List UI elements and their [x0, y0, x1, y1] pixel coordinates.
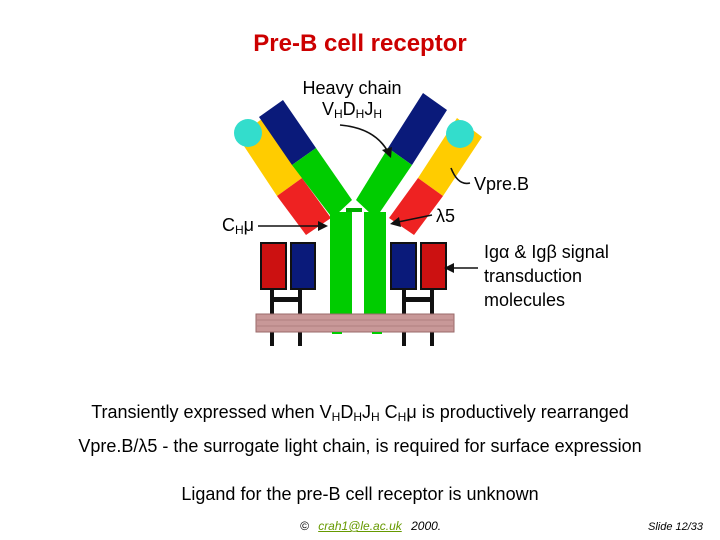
left-heavy-variable-navy	[259, 100, 316, 165]
ch-mu-label: CHμ	[222, 215, 254, 237]
left-cyan-tip	[234, 119, 262, 147]
hinge-bar	[346, 208, 362, 212]
footer-credit: © crah1@le.ac.uk 2000.	[300, 519, 441, 533]
ch-mu: μ	[243, 215, 255, 235]
slide-title: Pre-B cell receptor	[253, 30, 467, 57]
right-ig-navy	[390, 242, 417, 290]
statement-3: Ligand for the pre-B cell receptor is un…	[181, 484, 539, 504]
ig-arrowhead	[444, 263, 454, 273]
right-ig-red	[420, 242, 447, 290]
st1-d-sub: H	[353, 410, 362, 424]
slide-number: Slide 12/33	[648, 521, 704, 533]
d-sub: H	[355, 107, 365, 121]
st1-j: J	[361, 402, 371, 422]
heavy-chain-arrowhead	[382, 147, 392, 158]
ch-c: C	[222, 215, 235, 235]
right-arm	[356, 93, 482, 235]
st1-v-sub: H	[331, 410, 341, 424]
st1-c-sub: H	[397, 410, 407, 424]
ch-sub: H	[235, 223, 244, 237]
d-letter: D	[342, 99, 356, 119]
heavy-chain-line1: Heavy chain	[302, 78, 402, 98]
st1-suffix: μ is productively rearranged	[406, 402, 629, 422]
heavy-chain-label: Heavy chain VHDHJH	[292, 78, 412, 121]
vpreb-label: Vpre.B	[474, 174, 530, 194]
left-heavy-stem	[330, 212, 352, 332]
left-heavy-green-arm	[292, 148, 352, 215]
arrow-heads	[318, 147, 454, 273]
ig-signal-label: Igα & Igβ signal transduction molecules	[484, 240, 609, 312]
right-heavy-green-arm	[356, 148, 412, 215]
lambda5-label: λ5	[436, 206, 456, 226]
heavy-chain-vdj: VHDHJH	[292, 99, 412, 121]
copyright-symbol: ©	[300, 519, 309, 533]
right-heavy-variable-navy	[388, 93, 447, 165]
left-lambda5-red	[277, 178, 331, 235]
right-cyan-tip	[446, 120, 474, 148]
lambda5-arrow	[397, 214, 433, 223]
lambda5-arrowhead	[390, 217, 401, 227]
left-ig-red	[260, 242, 287, 290]
st1-c: C	[379, 402, 398, 422]
left-ig-navy	[290, 242, 316, 290]
right-heavy-tail	[372, 332, 382, 334]
ig-line1: Igα & Igβ signal	[484, 242, 609, 262]
left-arm	[234, 100, 352, 235]
ig-line2: transduction	[484, 266, 583, 286]
st1-j-sub: H	[370, 410, 380, 424]
left-ig-link	[272, 297, 302, 302]
author-email-link[interactable]: crah1@le.ac.uk	[318, 519, 402, 533]
right-heavy-stem	[364, 212, 386, 332]
pointer-arrows	[258, 124, 478, 269]
v-letter: V	[321, 99, 334, 119]
footer-year: 2000.	[411, 519, 442, 533]
right-ig-link	[404, 297, 434, 302]
st1-prefix: Transiently expressed when V	[91, 402, 332, 422]
v-sub: H	[334, 107, 343, 121]
cell-membrane	[255, 313, 455, 333]
vpreb-pointer	[450, 167, 471, 185]
statement-2: Vpre.B/λ5 - the surrogate light chain, i…	[78, 436, 642, 456]
statement-1: Transiently expressed when VHDHJH CHμ is…	[0, 402, 720, 424]
j-letter: J	[364, 99, 374, 119]
ch-mu-arrowhead	[318, 221, 328, 231]
heavy-chain-arrow	[339, 124, 389, 153]
j-sub: H	[373, 107, 383, 121]
left-heavy-tail	[332, 332, 342, 334]
ig-line3: molecules	[484, 290, 566, 310]
st1-d: D	[340, 402, 354, 422]
